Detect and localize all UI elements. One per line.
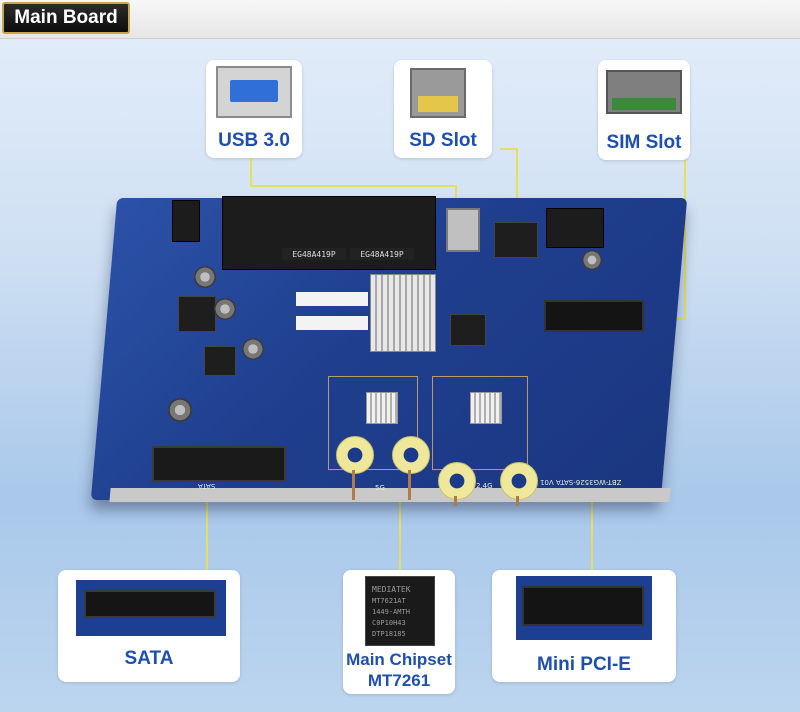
wifi-24g-heatsink bbox=[470, 392, 502, 424]
sd-label: SD Slot bbox=[409, 130, 477, 151]
capacitor bbox=[582, 250, 602, 270]
chipset-callout-card: MEDIATEK MT7621AT 1449-AMTH C0P10H43 DTP… bbox=[343, 570, 455, 694]
sd-connector-line bbox=[500, 148, 518, 150]
chipset-label-line2: MT7261 bbox=[367, 671, 431, 690]
wifi-5g-shield-area bbox=[328, 376, 418, 470]
usb-connector-line bbox=[250, 185, 456, 187]
board-sata-silk: SATA bbox=[198, 482, 216, 490]
antenna-wire bbox=[454, 496, 457, 506]
power-jack bbox=[172, 200, 200, 242]
minipcie-connector-body bbox=[522, 586, 644, 626]
usb-label: USB 3.0 bbox=[218, 130, 290, 151]
chipset-brand-text: MEDIATEK bbox=[372, 585, 411, 594]
sd-connector-line bbox=[516, 148, 518, 222]
antenna-connector bbox=[336, 436, 374, 474]
antenna-connector bbox=[438, 462, 476, 500]
minipcie-image bbox=[516, 576, 652, 640]
chipset-line3-text: 1449-AMTH bbox=[372, 608, 410, 616]
board-edge bbox=[109, 488, 671, 502]
sd-callout-card: SD Slot bbox=[394, 60, 492, 158]
chipset-line5-text: DTP18185 bbox=[372, 630, 406, 638]
sim-slot-pcb bbox=[612, 98, 676, 110]
ram-chip bbox=[178, 296, 216, 332]
antenna-connector bbox=[500, 462, 538, 500]
antenna-wire bbox=[352, 470, 355, 500]
sata-connector-image bbox=[76, 580, 226, 636]
capacitor bbox=[194, 266, 216, 288]
serial-sticker bbox=[296, 316, 368, 330]
antenna-connector bbox=[392, 436, 430, 474]
power-inductor bbox=[204, 346, 236, 376]
usb-port-on-board bbox=[446, 208, 480, 252]
page-title: Main Board bbox=[2, 2, 130, 34]
minipcie-slot-on-board bbox=[544, 300, 644, 332]
capacitor bbox=[168, 398, 192, 422]
sata-label: SATA bbox=[124, 648, 174, 669]
board-24g-silk: 2.4G bbox=[476, 482, 493, 490]
usb-connector-line bbox=[250, 158, 252, 186]
wifi-24g-shield-area bbox=[432, 376, 528, 470]
sd-slot-contacts bbox=[418, 96, 458, 112]
capacitor bbox=[214, 298, 236, 320]
usb-port-tongue bbox=[230, 80, 278, 102]
transformer-label-1: EG48A419P bbox=[282, 248, 346, 260]
main-chipset-heatsink bbox=[370, 274, 436, 352]
mac-sticker bbox=[296, 292, 368, 306]
sim-slot-image bbox=[606, 70, 682, 114]
capacitor bbox=[242, 338, 264, 360]
sd-slot-image bbox=[410, 68, 466, 118]
gpio-header bbox=[546, 208, 604, 248]
spi-flash bbox=[450, 314, 486, 346]
sata-connector-on-board bbox=[152, 446, 286, 482]
chipset-label-line1: Main Chipset bbox=[346, 650, 452, 669]
antenna-wire bbox=[516, 496, 519, 506]
usb-port-image bbox=[216, 66, 292, 118]
sd-slot-on-board bbox=[494, 222, 538, 258]
sim-callout-card: SIM Slot bbox=[598, 60, 690, 160]
minipcie-label: Mini PCI-E bbox=[537, 654, 631, 675]
header-bar: Main Board bbox=[0, 0, 800, 39]
sim-label: SIM Slot bbox=[606, 132, 682, 153]
sata-callout-card: SATA bbox=[58, 570, 240, 682]
board-model-silk: ZBT-WG3526-SATA V01 bbox=[540, 478, 622, 486]
sim-connector-line bbox=[684, 160, 686, 320]
sata-connector-body bbox=[84, 590, 216, 618]
antenna-wire bbox=[408, 470, 411, 500]
usb-callout-card: USB 3.0 bbox=[206, 60, 302, 158]
chipset-model-text: MT7621AT bbox=[372, 597, 406, 605]
wifi-5g-heatsink bbox=[366, 392, 398, 424]
chipset-image: MEDIATEK MT7621AT 1449-AMTH C0P10H43 DTP… bbox=[365, 576, 435, 646]
minipcie-callout-card: Mini PCI-E bbox=[492, 570, 676, 682]
sata-connector-line bbox=[206, 494, 208, 574]
transformer-label-2: EG48A419P bbox=[350, 248, 414, 260]
board-5g-silk: 5G bbox=[375, 484, 385, 492]
chipset-line4-text: C0P10H43 bbox=[372, 619, 406, 627]
